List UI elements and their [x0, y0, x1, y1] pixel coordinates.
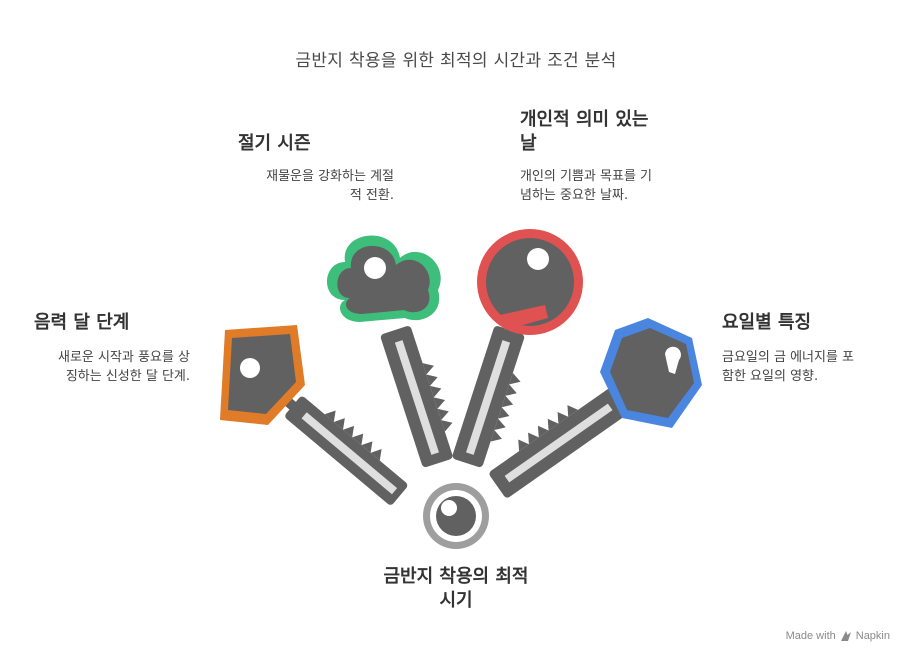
diagram-title: 금반지 착용을 위한 최적의 시간과 조건 분석 [295, 51, 617, 71]
season-label: 절기 시즌 [238, 133, 311, 154]
weekday-key-icon [489, 318, 702, 498]
center-hub-icon [423, 483, 489, 549]
napkin-logo-icon [840, 631, 851, 641]
weekday-desc: 금요일의 금 에너지를 포 함한 요일의 영향. [722, 350, 854, 384]
season-key-icon [326, 235, 453, 468]
footer-brand: Napkin [855, 630, 890, 642]
personal-desc: 개인의 기쁨과 목표를 기 념하는 중요한 날짜. [520, 169, 652, 203]
season-desc: 재물운을 강화하는 계절 적 전환. [266, 169, 394, 203]
center-label: 금반지 착용의 최적 시기 [383, 566, 529, 611]
lunar-key-icon [220, 325, 408, 505]
made-with-napkin: Made with Napkin [786, 630, 890, 642]
footer-prefix: Made with [785, 630, 836, 642]
weekday-label: 요일별 특징 [722, 312, 812, 333]
lunar-label: 음력 달 단계 [34, 312, 130, 333]
personal-label: 개인적 의미 있는 날 [520, 109, 649, 154]
lunar-desc: 새로운 시작과 풍요를 상 징하는 신성한 달 단계. [58, 350, 190, 384]
personal-key-icon [452, 229, 583, 468]
